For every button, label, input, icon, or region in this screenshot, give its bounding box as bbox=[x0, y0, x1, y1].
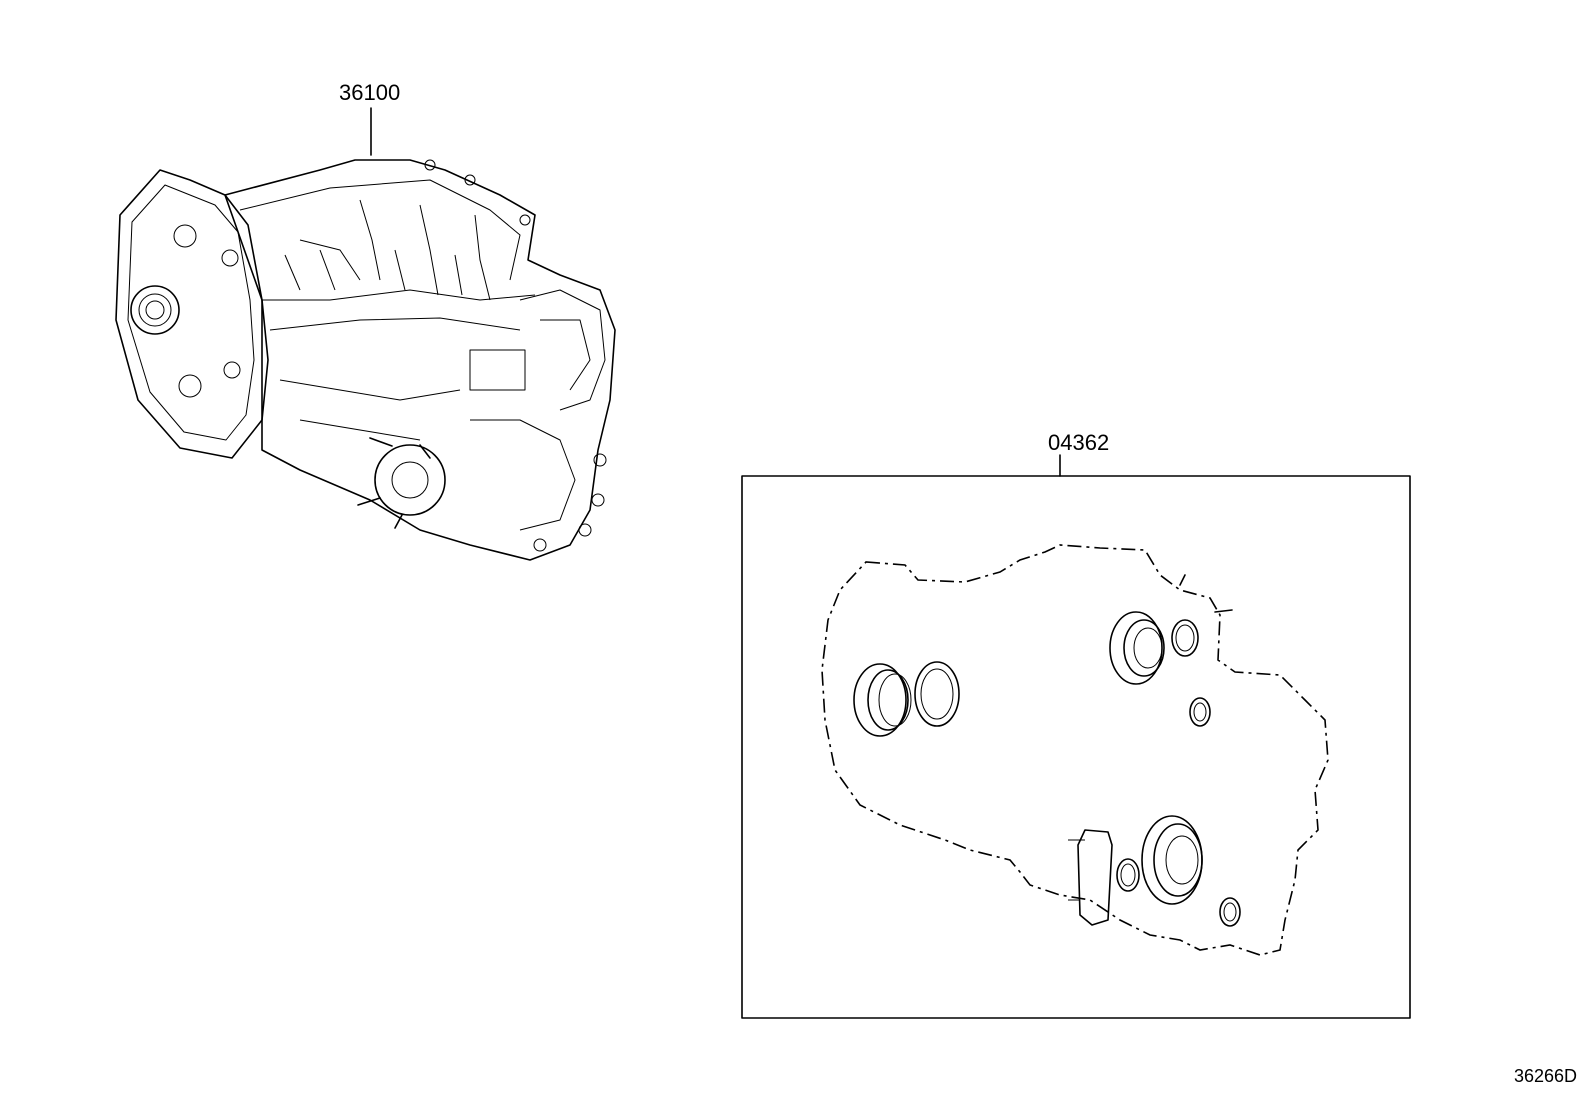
gasket-kit-frame bbox=[741, 475, 1411, 1019]
part-number-04362[interactable]: 04362 bbox=[1048, 430, 1110, 455]
part-number-36100[interactable]: 36100 bbox=[339, 80, 401, 105]
case-gasket-outline bbox=[821, 544, 1329, 956]
gasket-kit[interactable] bbox=[741, 454, 1411, 1019]
seal-set-left bbox=[853, 661, 960, 737]
oil-seal-lower bbox=[1068, 815, 1241, 927]
oil-seal-upper bbox=[1109, 611, 1211, 727]
transfer-case-assembly[interactable] bbox=[115, 107, 616, 561]
figure-code: 36266D bbox=[1514, 1066, 1578, 1086]
